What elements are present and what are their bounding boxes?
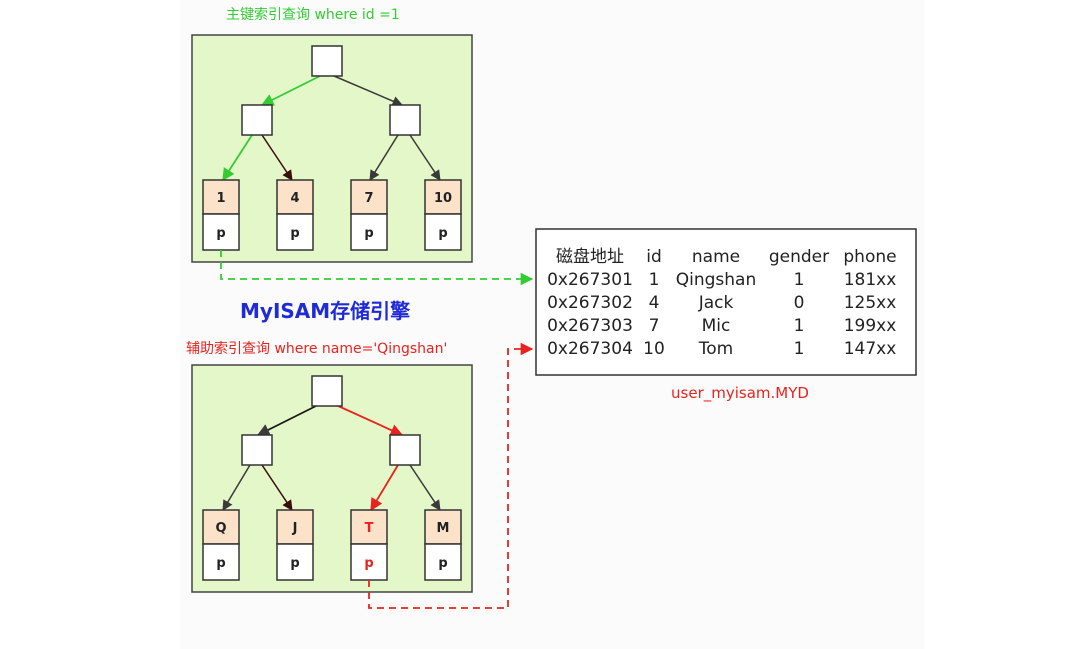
primary-leaf-10: 10 p bbox=[424, 179, 462, 251]
secondary-leaf-key: Q bbox=[215, 521, 226, 536]
primary-leaf-4: 4 p bbox=[276, 179, 314, 251]
secondary-edge-right-leaf3 bbox=[370, 464, 399, 512]
secondary-leaf-key: M bbox=[437, 521, 450, 536]
cell-phone: 147xx bbox=[844, 339, 897, 359]
secondary-leaf-j: J p bbox=[276, 509, 314, 581]
secondary-edge-right-leaf4 bbox=[409, 464, 441, 511]
primary-leaf-key: 10 bbox=[434, 191, 452, 206]
secondary-edge-left-leaf1 bbox=[222, 464, 251, 511]
cell-phone: 181xx bbox=[844, 270, 897, 290]
primary-leaf-pointer: p bbox=[438, 226, 447, 241]
primary-edge-left-leaf1 bbox=[222, 134, 253, 182]
secondary-left-node bbox=[241, 434, 273, 466]
primary-leaf-key: 1 bbox=[216, 191, 225, 206]
secondary-root-node bbox=[311, 375, 343, 407]
data-file-box bbox=[535, 228, 917, 376]
cell-address: 0x267304 bbox=[547, 339, 633, 359]
data-file-table: 磁盘地址 id name gender phone 0x267301 1 Qin… bbox=[535, 228, 917, 376]
cell-name: Tom bbox=[698, 339, 733, 359]
primary-leaf-pointer: p bbox=[290, 226, 299, 241]
secondary-leaf-pointer: p bbox=[216, 556, 225, 571]
table-row: 0x267301 1 Qingshan 1 181xx bbox=[547, 270, 896, 290]
table-row: 0x267302 4 Jack 0 125xx bbox=[547, 293, 896, 313]
secondary-edge-root-right bbox=[335, 404, 404, 437]
primary-index-tree: 1 p 4 p 7 p 10 p bbox=[191, 34, 473, 263]
secondary-right-node bbox=[389, 434, 421, 466]
primary-leaf-key: 7 bbox=[364, 191, 373, 206]
primary-pointer-connector bbox=[220, 250, 534, 286]
table-header-address: 磁盘地址 bbox=[556, 247, 624, 267]
cell-phone: 199xx bbox=[844, 316, 897, 336]
cell-address: 0x267303 bbox=[547, 316, 633, 336]
table-header-name: name bbox=[692, 247, 740, 267]
cell-id: 10 bbox=[643, 339, 665, 359]
secondary-index-caption: 辅助索引查询 where name='Qingshan' bbox=[186, 340, 447, 357]
table-row: 0x267304 10 Tom 1 147xx bbox=[547, 339, 896, 359]
primary-right-node bbox=[389, 104, 421, 136]
table-row: 0x267303 7 Mic 1 199xx bbox=[547, 316, 896, 336]
cell-id: 4 bbox=[649, 293, 660, 313]
secondary-edge-left-leaf2 bbox=[261, 464, 293, 511]
cell-name: Mic bbox=[702, 316, 731, 336]
secondary-edge-root-left bbox=[256, 404, 319, 436]
secondary-leaf-pointer: p bbox=[290, 556, 299, 571]
primary-root-node bbox=[311, 45, 343, 77]
primary-edge-right-leaf3 bbox=[369, 134, 399, 181]
cell-id: 7 bbox=[649, 316, 660, 336]
secondary-leaf-pointer: p bbox=[364, 556, 373, 571]
primary-leaf-key: 4 bbox=[290, 191, 299, 206]
cell-gender: 1 bbox=[794, 270, 805, 290]
primary-leaf-pointer: p bbox=[216, 226, 225, 241]
primary-leaf-pointer: p bbox=[364, 226, 373, 241]
table-header-id: id bbox=[646, 247, 662, 267]
secondary-leaf-m: M p bbox=[424, 509, 462, 581]
secondary-index-tree: Q p J p T p M p bbox=[191, 364, 473, 593]
primary-edge-root-left bbox=[260, 75, 321, 106]
cell-phone: 125xx bbox=[844, 293, 897, 313]
primary-edge-root-right bbox=[333, 75, 403, 107]
cell-id: 1 bbox=[649, 270, 660, 290]
primary-leaf-1: 1 p bbox=[202, 179, 240, 251]
cell-name: Qingshan bbox=[676, 270, 757, 290]
table-header-gender: gender bbox=[769, 247, 829, 267]
cell-gender: 0 bbox=[794, 293, 805, 313]
secondary-leaf-pointer: p bbox=[438, 556, 447, 571]
primary-edge-left-leaf2 bbox=[261, 134, 293, 181]
secondary-leaf-key: J bbox=[292, 521, 298, 536]
secondary-leaf-t: T p bbox=[350, 509, 388, 581]
cell-name: Jack bbox=[698, 293, 734, 313]
primary-edge-right-leaf4 bbox=[409, 134, 441, 181]
diagram-title: MyISAM存储引擎 bbox=[240, 299, 410, 323]
primary-index-caption: 主键索引查询 where id =1 bbox=[226, 6, 400, 23]
secondary-pointer-connector bbox=[368, 342, 534, 609]
primary-left-node bbox=[241, 104, 273, 136]
primary-leaf-7: 7 p bbox=[350, 179, 388, 251]
cell-gender: 1 bbox=[794, 339, 805, 359]
cell-gender: 1 bbox=[794, 316, 805, 336]
cell-address: 0x267302 bbox=[547, 293, 633, 313]
secondary-leaf-key: T bbox=[365, 521, 374, 536]
table-header-phone: phone bbox=[843, 247, 896, 267]
secondary-leaf-q: Q p bbox=[202, 509, 240, 581]
cell-address: 0x267301 bbox=[547, 270, 633, 290]
data-file-caption: user_myisam.MYD bbox=[671, 384, 809, 403]
